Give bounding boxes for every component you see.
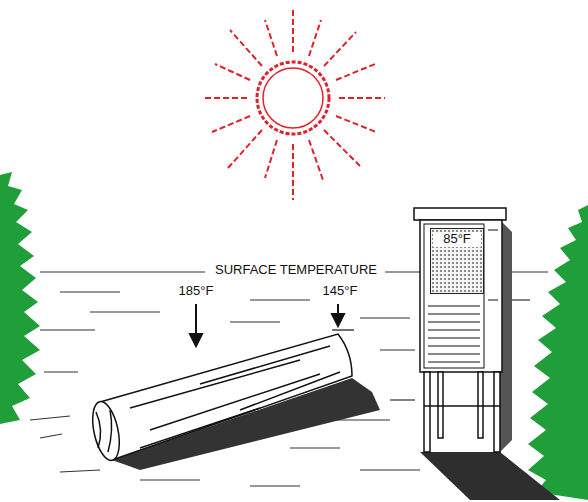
heading-label: SURFACE TEMPERATURE: [212, 263, 380, 278]
temperature-reading: 185°F: [179, 284, 214, 299]
left-tree: [0, 172, 40, 424]
instrument-shelter: [414, 208, 506, 452]
shelter-shadow: [420, 452, 560, 500]
pointer-arrows: [190, 304, 354, 346]
temperature-reading: 145°F: [323, 284, 358, 299]
log: [88, 334, 352, 463]
sun: [205, 8, 385, 200]
right-tree: [528, 205, 588, 500]
temperature-reading: 85°F: [433, 232, 481, 247]
thermometer-display: 85°F: [430, 228, 484, 294]
